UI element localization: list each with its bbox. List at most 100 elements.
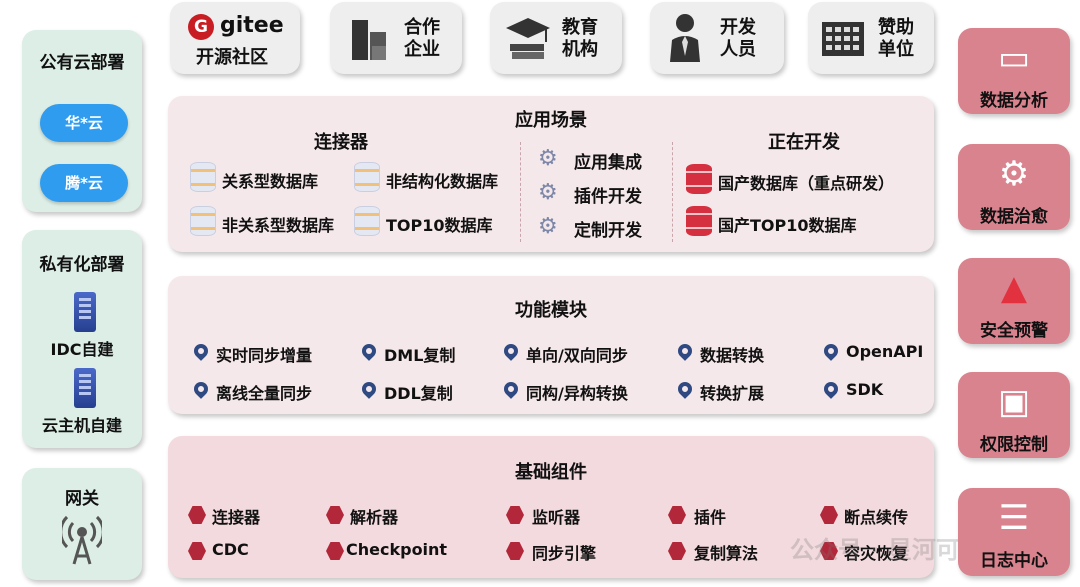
feature-item: 单向/双向同步 bbox=[526, 346, 628, 365]
component-item: 断点续传 bbox=[844, 508, 909, 527]
integration-plugin: 插件开发 bbox=[574, 187, 642, 207]
alarm-light-icon: ▲ bbox=[1000, 268, 1028, 308]
document-list-icon: ☰ bbox=[998, 498, 1030, 538]
location-pin-icon bbox=[501, 379, 521, 399]
location-pin-icon bbox=[821, 341, 841, 361]
enterprise-label-2: 企业 bbox=[404, 39, 440, 60]
sponsor-label-1: 赞助 bbox=[878, 17, 914, 38]
gear-icon: ⚙ bbox=[538, 180, 558, 205]
in-development-title: 正在开发 bbox=[768, 132, 840, 153]
hexagon-icon bbox=[188, 506, 206, 524]
component-item: 连接器 bbox=[212, 508, 261, 527]
organization-icon bbox=[822, 22, 864, 56]
component-item: 插件 bbox=[694, 508, 727, 527]
private-deploy-panel: 私有化部署 IDC自建 云主机自建 bbox=[22, 230, 142, 448]
component-item: CDC bbox=[212, 540, 249, 559]
components-title: 基础组件 bbox=[515, 462, 587, 483]
component-item: 同步引擎 bbox=[532, 544, 597, 563]
integration-app: 应用集成 bbox=[574, 153, 642, 173]
location-pin-icon bbox=[191, 341, 211, 361]
hexagon-icon bbox=[820, 542, 838, 560]
integration-custom: 定制开发 bbox=[574, 221, 642, 241]
open-source-community-label: 开源社区 bbox=[196, 47, 268, 68]
right-item-permission-control: ▣ 权限控制 bbox=[958, 372, 1070, 458]
component-item: 监听器 bbox=[532, 508, 581, 527]
education-label-1: 教育 bbox=[562, 17, 598, 38]
location-pin-icon bbox=[821, 379, 841, 399]
location-pin-icon bbox=[191, 379, 211, 399]
hexagon-icon bbox=[506, 506, 524, 524]
top-item-sponsor: 赞助 单位 bbox=[808, 2, 934, 74]
feature-item: 数据转换 bbox=[700, 346, 765, 365]
hexagon-icon bbox=[668, 542, 686, 560]
database-icon bbox=[190, 162, 216, 192]
divider bbox=[672, 142, 673, 242]
developer-label-2: 人员 bbox=[720, 39, 756, 60]
building-icon bbox=[352, 20, 386, 60]
hexagon-icon bbox=[326, 542, 344, 560]
server-icon bbox=[74, 368, 96, 408]
cloud-host-label: 云主机自建 bbox=[41, 416, 122, 435]
public-cloud-panel: 公有云部署 华*云 腾*云 bbox=[22, 30, 142, 212]
feature-item: 转换扩展 bbox=[700, 384, 765, 403]
top-item-gitee: G gitee 开源社区 bbox=[170, 2, 300, 74]
hexagon-icon bbox=[820, 506, 838, 524]
component-item: 容灾恢复 bbox=[844, 544, 909, 563]
scenarios-panel: 应用场景 连接器 关系型数据库 非结构化数据库 非关系型数据库 TOP10数据库… bbox=[168, 96, 934, 252]
sponsor-label-2: 单位 bbox=[878, 39, 914, 60]
right-item-security-alert: ▲ 安全预警 bbox=[958, 258, 1070, 344]
location-pin-icon bbox=[359, 341, 379, 361]
location-pin-icon bbox=[675, 341, 695, 361]
connector-unstructured: 非结构化数据库 bbox=[386, 172, 499, 191]
dev-domestic-db: 国产数据库（重点研发） bbox=[718, 174, 895, 193]
magnifier-gear-icon: ⚙ bbox=[998, 154, 1030, 194]
hexagon-icon bbox=[188, 542, 206, 560]
dev-domestic-top10: 国产TOP10数据库 bbox=[718, 216, 857, 235]
database-red-icon bbox=[686, 206, 712, 236]
divider bbox=[520, 142, 521, 242]
right-label: 数据分析 bbox=[980, 91, 1048, 111]
connectors-title: 连接器 bbox=[314, 132, 368, 153]
feature-item: SDK bbox=[846, 380, 884, 399]
hexagon-icon bbox=[668, 506, 686, 524]
gear-icon: ⚙ bbox=[538, 146, 558, 171]
right-item-data-analysis: ▭ 数据分析 bbox=[958, 28, 1070, 114]
connector-top10: TOP10数据库 bbox=[386, 216, 493, 235]
feature-item: OpenAPI bbox=[846, 342, 924, 361]
developer-label-1: 开发 bbox=[720, 17, 756, 38]
feature-item: DML复制 bbox=[384, 346, 456, 365]
component-item: Checkpoint bbox=[346, 540, 448, 559]
cloud-tencent: 腾*云 bbox=[40, 150, 128, 202]
location-pin-icon bbox=[501, 341, 521, 361]
antenna-icon bbox=[62, 515, 102, 565]
education-label-2: 机构 bbox=[562, 39, 598, 60]
watermark: 公众号 · 星河可期 bbox=[790, 536, 984, 564]
connector-relational: 关系型数据库 bbox=[222, 172, 319, 191]
top-item-developer: 开发 人员 bbox=[650, 2, 784, 74]
graduation-cap-icon bbox=[506, 18, 550, 59]
gateway-panel: 网关 bbox=[22, 468, 142, 580]
features-title: 功能模块 bbox=[515, 300, 587, 321]
database-icon bbox=[354, 162, 380, 192]
person-icon bbox=[670, 14, 700, 62]
right-item-log-center: ☰ 日志中心 bbox=[958, 488, 1070, 576]
enterprise-label-1: 合作 bbox=[404, 17, 440, 38]
gateway-title: 网关 bbox=[65, 489, 99, 509]
database-red-icon bbox=[686, 164, 712, 194]
right-label: 数据治愈 bbox=[980, 207, 1048, 227]
right-label: 权限控制 bbox=[980, 435, 1048, 455]
cloud-huawei: 华*云 bbox=[40, 90, 128, 142]
gitee-logo-icon: G bbox=[188, 14, 214, 40]
gitee-logo-text: gitee bbox=[220, 13, 284, 38]
feature-item: 同构/异构转换 bbox=[526, 384, 628, 403]
right-label: 安全预警 bbox=[980, 321, 1048, 341]
feature-item: 离线全量同步 bbox=[216, 384, 313, 403]
idc-label: IDC自建 bbox=[50, 340, 114, 359]
right-label: 日志中心 bbox=[980, 551, 1048, 571]
feature-item: 实时同步增量 bbox=[216, 346, 313, 365]
features-panel: 功能模块 实时同步增量 DML复制 单向/双向同步 数据转换 OpenAPI 离… bbox=[168, 276, 934, 414]
component-item: 解析器 bbox=[350, 508, 399, 527]
server-icon bbox=[74, 292, 96, 332]
database-icon bbox=[354, 206, 380, 236]
location-pin-icon bbox=[675, 379, 695, 399]
